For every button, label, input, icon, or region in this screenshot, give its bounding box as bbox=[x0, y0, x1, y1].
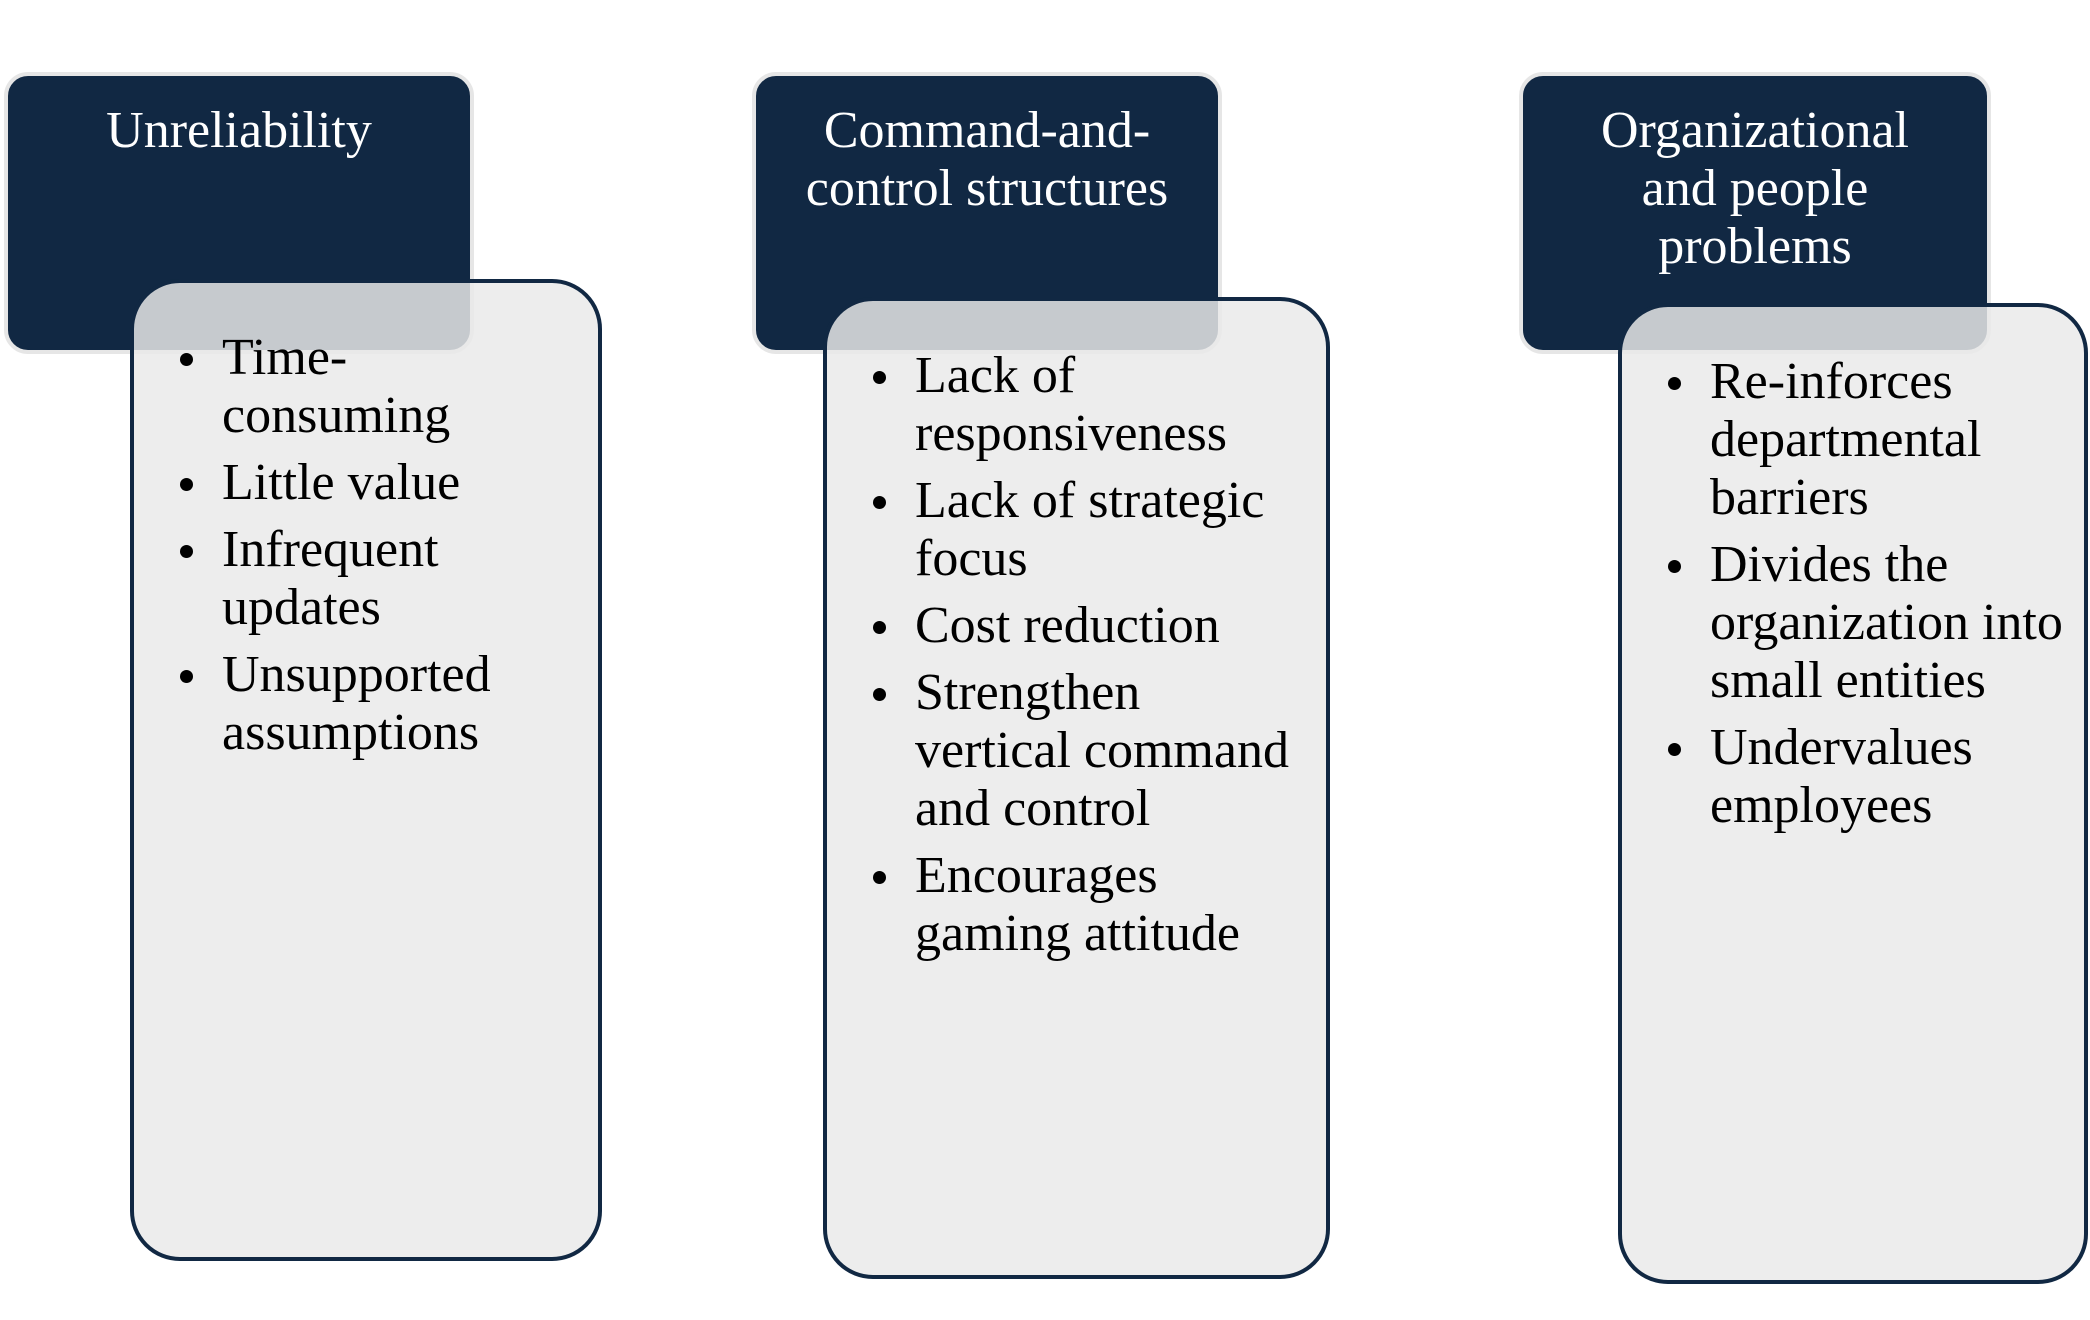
bullet-icon bbox=[180, 353, 193, 366]
bullet-icon bbox=[1668, 377, 1681, 390]
bullet-icon bbox=[873, 688, 886, 701]
column-title: Unreliability bbox=[106, 102, 372, 159]
bullet-list: Lack of responsiveness Lack of strategic… bbox=[873, 347, 1305, 972]
bullet-list: Time-consuming Little value Infrequent u… bbox=[180, 329, 562, 771]
list-item: Lack of strategic focus bbox=[873, 472, 1305, 588]
list-item: Re-inforces departmental barriers bbox=[1668, 353, 2070, 527]
bullet-icon bbox=[1668, 560, 1681, 573]
bullet-icon bbox=[1668, 743, 1681, 756]
list-item: Infrequent updates bbox=[180, 521, 562, 637]
list-item: Undervalues employees bbox=[1668, 719, 2070, 835]
list-item: Little value bbox=[180, 454, 562, 512]
bullet-icon bbox=[180, 670, 193, 683]
list-item: Time-consuming bbox=[180, 329, 562, 445]
list-item: Cost reduction bbox=[873, 597, 1305, 655]
bullet-icon bbox=[873, 496, 886, 509]
column-body-1: Time-consuming Little value Infrequent u… bbox=[130, 279, 602, 1261]
bullet-icon bbox=[180, 545, 193, 558]
bullet-icon bbox=[873, 621, 886, 634]
list-item: Encourages gaming attitude bbox=[873, 847, 1305, 963]
column-body-3: Re-inforces departmental barriers Divide… bbox=[1618, 303, 2088, 1284]
bullet-icon bbox=[873, 871, 886, 884]
column-body-2: Lack of responsiveness Lack of strategic… bbox=[823, 297, 1330, 1279]
list-item: Strengthen vertical command and control bbox=[873, 664, 1305, 838]
bullet-icon bbox=[180, 478, 193, 491]
bullet-icon bbox=[873, 371, 886, 384]
column-title: Command-and-control structures bbox=[805, 102, 1169, 217]
bullet-list: Re-inforces departmental barriers Divide… bbox=[1668, 353, 2070, 844]
list-item: Divides the organization into small enti… bbox=[1668, 536, 2070, 710]
list-item: Lack of responsiveness bbox=[873, 347, 1305, 463]
list-item: Unsupported assumptions bbox=[180, 646, 562, 762]
column-title: Organizational and people problems bbox=[1600, 102, 1910, 275]
